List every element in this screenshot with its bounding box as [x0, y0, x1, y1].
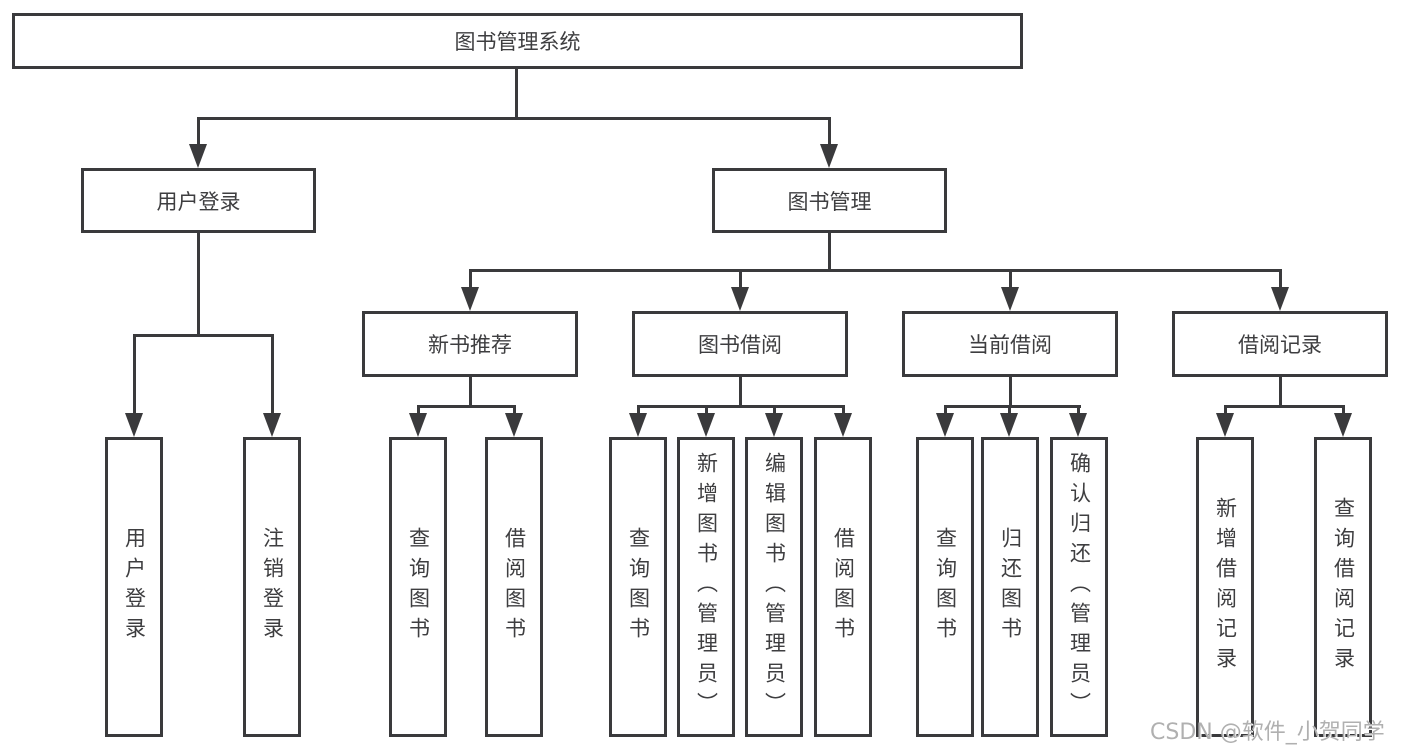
leaf-edit-books-admin: 编辑图书（管理员） [745, 437, 803, 737]
connector-records-bus [1224, 405, 1345, 408]
connector-stub-leaf [705, 405, 708, 416]
arrow-down-icon [1000, 413, 1018, 437]
connector-borrow-bus [637, 405, 845, 408]
node-root-library-system: 图书管理系统 [12, 13, 1023, 69]
leaf-add-books-admin: 新增图书（管理员） [677, 437, 735, 737]
connector-stub-leaf [417, 405, 420, 416]
connector-root-bus [197, 117, 831, 120]
connector-current-drop [1009, 376, 1012, 408]
arrow-down-icon [189, 144, 207, 168]
connector-stub-leaf [1008, 405, 1011, 416]
connector-stub-leaf [271, 334, 274, 416]
leaf-label: 查询图书 [626, 527, 651, 647]
connector-stub-leaf [773, 405, 776, 416]
arrow-down-icon [834, 413, 852, 437]
leaf-borrow-books: 借阅图书 [485, 437, 543, 737]
arrow-down-icon [1271, 287, 1289, 311]
connector-stub-lvl3 [1009, 269, 1012, 290]
leaf-label: 归还图书 [998, 527, 1023, 647]
connector-stub-leaf [944, 405, 947, 416]
connector-stub-user-login [197, 117, 200, 147]
connector-root-drop [515, 68, 518, 120]
connector-newbook-drop [469, 376, 472, 408]
leaf-label: 用户登录 [122, 527, 147, 647]
leaf-add-borrow-record: 新增借阅记录 [1196, 437, 1254, 737]
leaf-borrow-books: 借阅图书 [814, 437, 872, 737]
connector-stub-leaf [842, 405, 845, 416]
arrow-down-icon [820, 144, 838, 168]
leaf-label: 新增借阅记录 [1213, 497, 1238, 677]
leaf-label: 借阅图书 [502, 527, 527, 647]
leaf-label: 查询借阅记录 [1331, 497, 1356, 677]
leaf-query-books: 查询图书 [916, 437, 974, 737]
node-current-borrow: 当前借阅 [902, 311, 1118, 377]
arrow-down-icon [765, 413, 783, 437]
arrow-down-icon [1334, 413, 1352, 437]
connector-records-drop [1279, 376, 1282, 408]
connector-current-bus [944, 405, 1081, 408]
arrow-down-icon [461, 287, 479, 311]
arrow-down-icon [629, 413, 647, 437]
leaf-label: 借阅图书 [831, 527, 856, 647]
connector-stub-leaf [1342, 405, 1345, 416]
connector-stub-lvl3 [739, 269, 742, 290]
leaf-label: 编辑图书（管理员） [762, 452, 787, 722]
leaf-query-books: 查询图书 [609, 437, 667, 737]
connector-bookmgmt-drop [828, 232, 831, 272]
node-user-login: 用户登录 [81, 168, 316, 233]
arrow-down-icon [1216, 413, 1234, 437]
connector-stub-leaf [1077, 405, 1080, 416]
leaf-label: 新增图书（管理员） [694, 452, 719, 722]
leaf-return-books: 归还图书 [981, 437, 1039, 737]
arrow-down-icon [263, 413, 281, 437]
node-new-book-recommend: 新书推荐 [362, 311, 578, 377]
connector-userlogin-drop [197, 232, 200, 337]
leaf-label: 查询图书 [933, 527, 958, 647]
leaf-query-books: 查询图书 [389, 437, 447, 737]
leaf-label: 注销登录 [260, 527, 285, 647]
connector-stub-lvl3 [1279, 269, 1282, 290]
leaf-label: 查询图书 [406, 527, 431, 647]
connector-stub-leaf [133, 334, 136, 416]
connector-bookmgmt-bus [469, 269, 1282, 272]
arrow-down-icon [731, 287, 749, 311]
node-book-borrow: 图书借阅 [632, 311, 848, 377]
arrow-down-icon [505, 413, 523, 437]
connector-stub-leaf [513, 405, 516, 416]
node-borrow-records: 借阅记录 [1172, 311, 1388, 377]
arrow-down-icon [125, 413, 143, 437]
connector-newbook-bus [417, 405, 516, 408]
arrow-down-icon [409, 413, 427, 437]
connector-stub-leaf [637, 405, 640, 416]
leaf-query-borrow-record: 查询借阅记录 [1314, 437, 1372, 737]
connector-borrow-drop [739, 376, 742, 408]
connector-stub-leaf [1224, 405, 1227, 416]
csdn-watermark: CSDN @软件_小贺同学 [1150, 720, 1385, 745]
connector-stub-lvl3 [469, 269, 472, 290]
arrow-down-icon [936, 413, 954, 437]
leaf-logout: 注销登录 [243, 437, 301, 737]
leaf-label: 确认归还（管理员） [1067, 452, 1092, 722]
arrow-down-icon [1001, 287, 1019, 311]
leaf-confirm-return-admin: 确认归还（管理员） [1050, 437, 1108, 737]
leaf-user-login: 用户登录 [105, 437, 163, 737]
node-book-management: 图书管理 [712, 168, 947, 233]
connector-userlogin-bus [133, 334, 274, 337]
connector-stub-book-mgmt [828, 117, 831, 147]
arrow-down-icon [697, 413, 715, 437]
arrow-down-icon [1069, 413, 1087, 437]
